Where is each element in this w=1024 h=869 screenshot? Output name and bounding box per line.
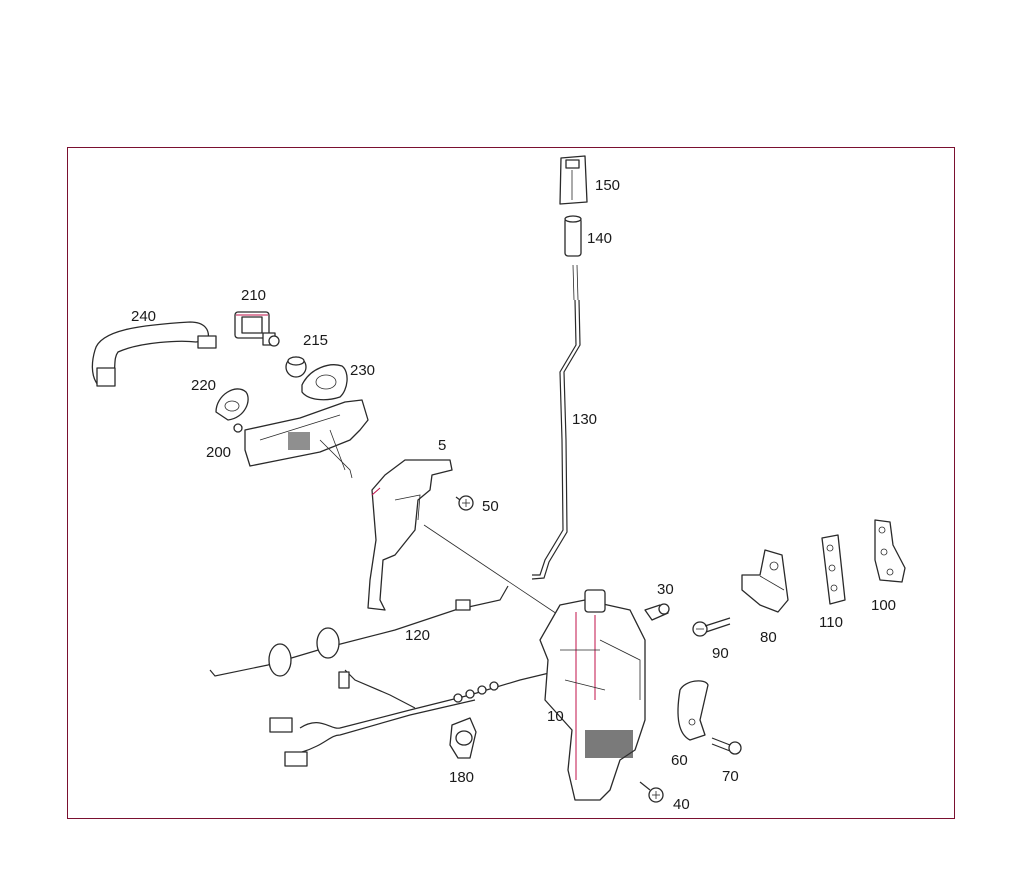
part-210-cylinder-housing [234,311,270,339]
part-50-screw [455,495,474,511]
callout-110: 110 [819,614,843,631]
leader-line-5 [423,524,567,621]
callout-100: 100 [871,597,896,614]
part-80-striker [741,549,789,613]
callout-210: 210 [241,287,266,304]
callout-120: 120 [405,627,430,644]
part-60-retainer [677,680,709,741]
callout-50: 50 [482,498,499,515]
part-110-plate [821,534,846,605]
callout-80: 80 [760,629,777,646]
callout-10: 10 [547,708,564,725]
part-120-bowden-cable [209,585,509,677]
callout-40: 40 [673,796,690,813]
callout-90: 90 [712,645,729,662]
part-230-cover [301,364,348,401]
callout-130: 130 [572,411,597,428]
callout-180: 180 [449,769,474,786]
part-215-lock-cylinder [262,332,307,378]
part-100-plate [874,519,906,583]
callout-5: 5 [438,437,446,454]
callout-70: 70 [722,768,739,785]
part-130-lock-rod [531,264,581,580]
part-30-screw [644,603,670,621]
callout-240: 240 [131,308,156,325]
callout-150: 150 [595,177,620,194]
callout-230: 230 [350,362,375,379]
part-5-bracket [367,459,453,611]
part-150-lock-knob [559,155,588,205]
wiring-harness [269,667,571,767]
callout-200: 200 [206,444,231,461]
callout-215: 215 [303,332,328,349]
part-200-handle-carrier [233,399,369,479]
part-10-door-lock [539,589,646,801]
part-220-seal [215,388,249,421]
part-140-sleeve [564,215,582,257]
callout-60: 60 [671,752,688,769]
part-240-door-handle [91,321,217,387]
callout-30: 30 [657,581,674,598]
callout-220: 220 [191,377,216,394]
callout-140: 140 [587,230,612,247]
part-70-screw [711,737,742,755]
part-90-screw [692,617,731,637]
part-40-screw [639,781,664,803]
part-180-clip [449,717,477,759]
diagram-frame [67,147,955,819]
